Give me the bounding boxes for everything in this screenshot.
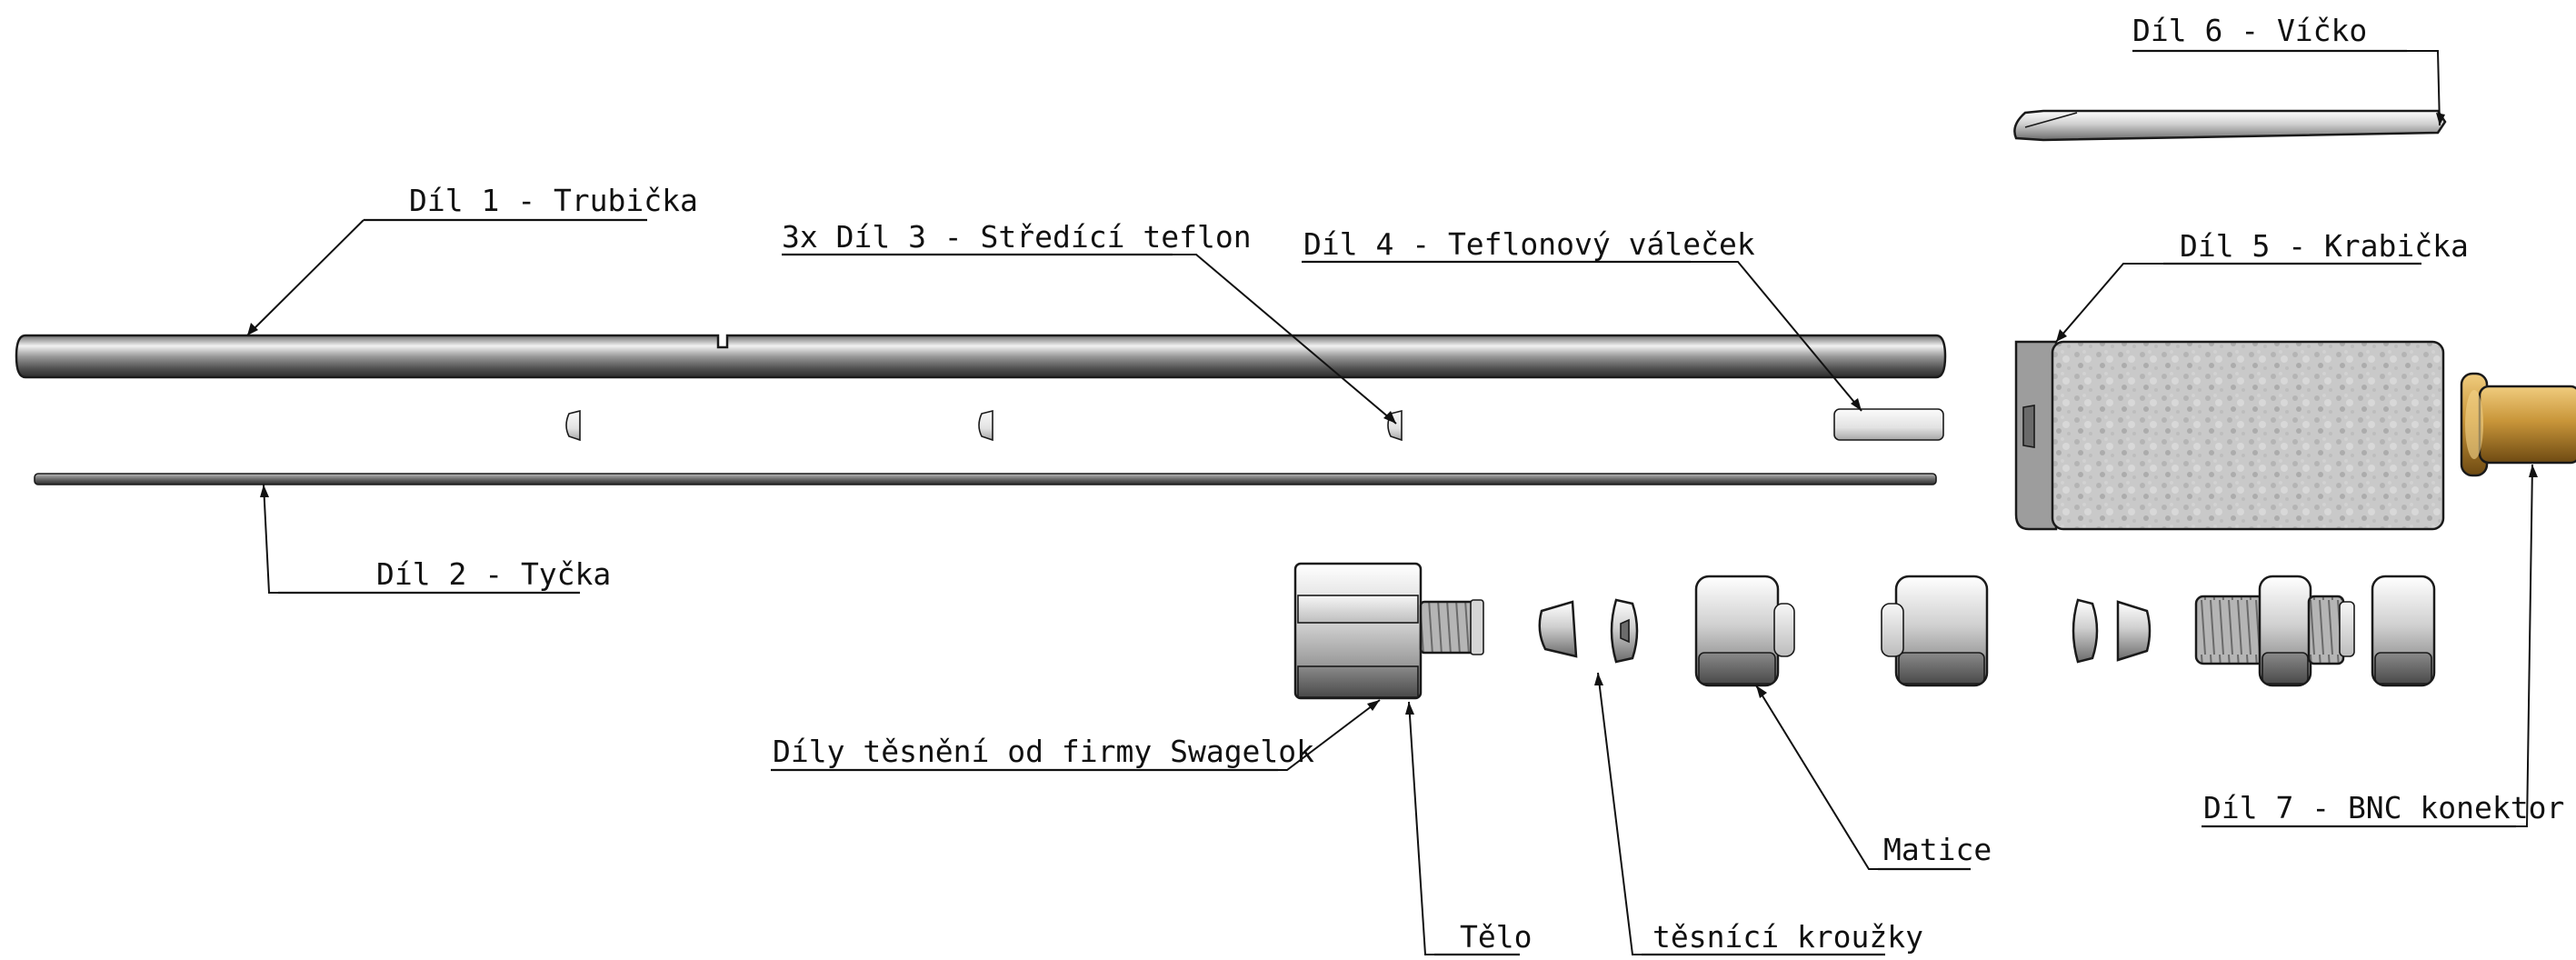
swagelok-nut-2 <box>1881 575 1989 687</box>
swagelok-nut-3 <box>2371 575 2436 687</box>
label-part2: Díl 2 - Tyčka <box>376 556 611 592</box>
label-part6: Díl 6 - Víčko <box>2132 13 2367 48</box>
part2-rod <box>34 473 1937 485</box>
part5-box <box>2014 340 2445 531</box>
part6-lid <box>2013 109 2447 142</box>
part1-tube <box>15 334 1947 379</box>
swagelok-body <box>1293 562 1484 700</box>
label-part7: Díl 7 - BNC konektor <box>2203 790 2564 825</box>
label-part3: 3x Díl 3 - Středící teflon <box>782 219 1252 255</box>
swagelok-nut <box>1694 575 1795 687</box>
labels: Díl 1 - Trubička 3x Díl 3 - Středící tef… <box>376 13 2564 955</box>
part7-bnc-connector <box>2460 372 2576 477</box>
part3-teflon-spacers <box>565 409 1403 442</box>
part4-teflon-cylinder <box>1833 408 1944 441</box>
teflon-spacer <box>978 409 993 442</box>
label-body: Tělo <box>1460 919 1532 955</box>
label-nut: Matice <box>1883 832 1992 867</box>
label-part5: Díl 5 - Krabička <box>2180 228 2469 264</box>
label-part1: Díl 1 - Trubička <box>409 183 698 218</box>
teflon-spacer <box>565 409 581 442</box>
swagelok-union <box>2194 575 2355 687</box>
label-rings: těsnící kroužky <box>1652 919 1923 955</box>
swagelok-ring-pair-2 <box>2072 598 2152 664</box>
swagelok-ring-back <box>1538 600 1578 658</box>
leader-lines <box>246 49 2538 956</box>
label-part4: Díl 4 - Teflonový váleček <box>1303 226 1755 262</box>
swagelok-ring-front <box>1610 598 1639 664</box>
label-swagelok: Díly těsnění od firmy Swagelok <box>773 734 1314 769</box>
